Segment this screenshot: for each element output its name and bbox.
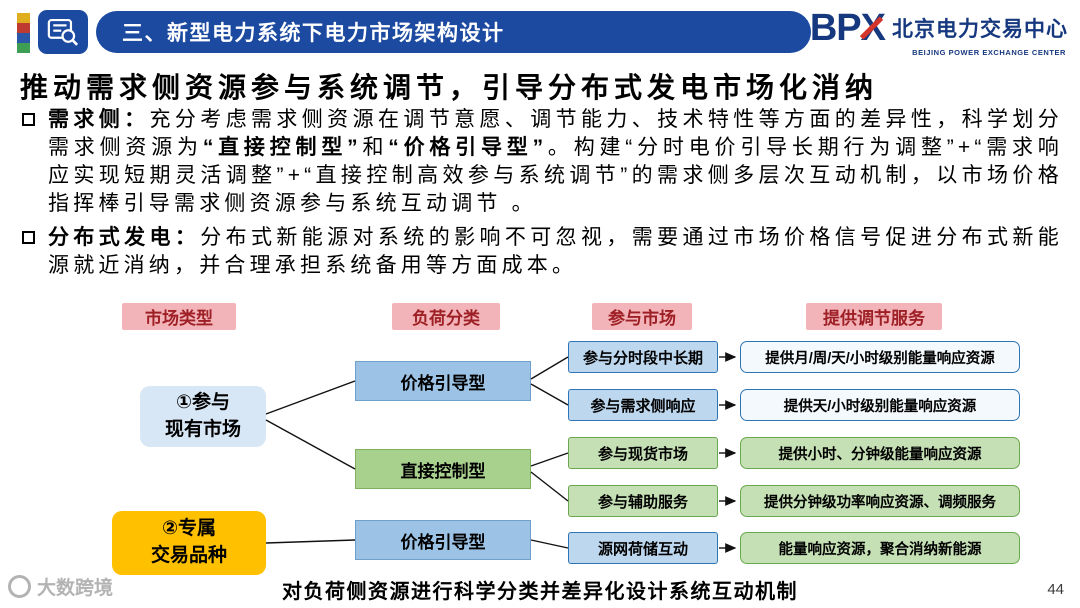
bullet-distributed-generation: 分布式发电：分布式新能源对系统的影响不可忽视，需要通过市场价格信号促进分布式新能… [22,224,1063,280]
market-type-line: 交易品种 [150,545,227,566]
market-box-ancillary: 参与辅助服务 [568,485,718,517]
market-box-spot: 参与现货市场 [568,437,718,469]
service-box-aggregate-renewables: 能量响应资源，聚合消纳新能源 [740,532,1020,564]
column-header-regulation-service: 提供调节服务 [806,303,942,330]
market-type-line: 现有市场 [164,418,241,440]
market-box-midlongterm: 参与分时段中长期 [568,341,718,373]
bullet-text-segment: 。构建“分时电价引导长期行为调整”+“需求响应实现短期灵活调整”+“直接控制高效… [48,136,1064,215]
document-search-glyph [47,18,79,46]
bullet-text-segment: 分布式新能源对系统的影响不可忽视，需要通过市场价格信号促进分布式新能源就近消纳，… [48,226,1064,277]
column-header-load-class: 负荷分类 [392,303,500,330]
page-number: 44 [1047,581,1064,598]
bullet-text-segment: 和 [361,136,389,159]
watermark-logo-icon [8,575,31,598]
bullet-bold-segment: “直接控制型” [202,136,362,159]
page-title: 推动需求侧资源参与系统调节，引导分布式发电市场化消纳 [20,72,879,103]
bpx-logo: BPX 北京电力交易中心 BEIJING POWER EXCHANGE CENT… [810,9,1068,57]
corner-color-strip [17,13,30,53]
service-box-day-hour: 提供天/小时级别能量响应资源 [740,389,1020,421]
bullet-text-segment: 充分考虑需求侧资源在调节意愿、调节能力、技术特性等方面的差异性，科学划分需求侧资… [48,108,1063,159]
load-class-direct-control-box: 直接控制型 [355,449,531,489]
market-type-line: ②专属 [161,518,217,540]
service-box-hour-minute: 提供小时、分钟级能量响应资源 [740,437,1020,469]
load-class-price-guided-exclusive-box: 价格引导型 [355,520,531,560]
logo-row: BPX 北京电力交易中心 [810,9,1068,47]
bullet-list: 需求侧：充分考虑需求侧资源在调节意愿、调节能力、技术特性等方面的差异性，科学划分… [22,106,1063,280]
bullet-bold-segment: “价格引导型” [388,136,548,159]
service-box-month-week-day-hour: 提供月/周/天/小时级别能量响应资源 [740,341,1020,373]
square-bullet-icon [22,113,35,126]
market-box-source-grid-load-storage: 源网荷储互动 [568,532,718,564]
square-bullet-icon [22,231,35,244]
watermark-text: 大数跨境 [37,578,114,599]
bullet-label: 分布式发电： [48,226,201,249]
bpx-brand-text: BPX [810,9,886,47]
load-class-price-guided-box: 价格引导型 [355,361,531,401]
strip-blue [17,33,30,43]
service-box-minute-freq: 提供分钟级功率响应资源、调频服务 [740,485,1020,517]
strip-green [17,43,30,53]
section-header-bar: 三、新型电力系统下电力市场架构设计 [96,11,811,53]
watermark: 大数跨境 [8,573,113,600]
bullet-demand-side: 需求侧：充分考虑需求侧资源在调节意愿、调节能力、技术特性等方面的差异性，科学划分… [22,106,1063,218]
bullet-label: 需求侧： [48,108,150,131]
market-type-existing-box: ①参与 现有市场 [140,386,266,447]
market-box-demand-response: 参与需求侧响应 [568,389,718,421]
bottom-caption: 对负荷侧资源进行科学分类并差异化设计系统互动机制 [282,581,798,603]
strip-red [17,23,30,33]
market-type-line: ①参与 [175,391,231,413]
column-header-market-type: 市场类型 [122,303,236,330]
logo-name-cn: 北京电力交易中心 [892,18,1068,41]
section-title: 三、新型电力系统下电力市场架构设计 [122,22,505,45]
market-type-exclusive-box: ②专属 交易品种 [112,511,266,575]
column-header-participating-market: 参与市场 [592,303,692,330]
logo-name-en: BEIJING POWER EXCHANGE CENTER [912,48,1066,57]
strip-yellow [17,13,30,23]
document-search-icon [38,10,88,54]
